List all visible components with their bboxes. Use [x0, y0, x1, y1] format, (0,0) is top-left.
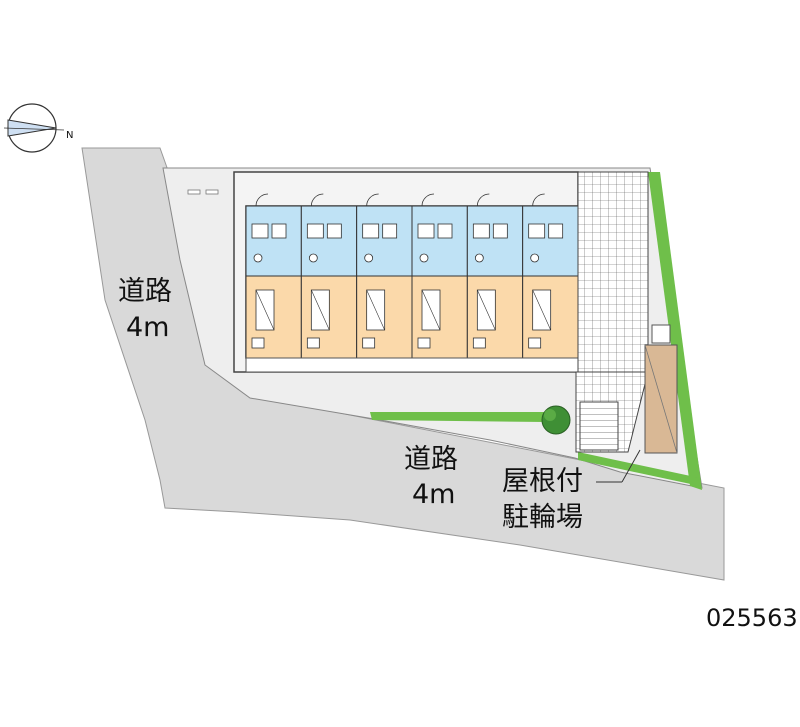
unit-bed-line: [311, 289, 330, 331]
unit-closet-icon: [472, 337, 486, 349]
bike-rack-icon: [651, 324, 671, 344]
unit-wet-area: [300, 205, 358, 277]
bike-parking-label-2: 駐輪場: [502, 502, 583, 533]
property-code: 025563: [706, 604, 798, 632]
bike-shelter: [596, 324, 678, 483]
green-strip-bottom: [370, 412, 545, 422]
greenery: [370, 172, 702, 490]
bike-shelter-line: [644, 344, 678, 454]
unit-toilet-icon: [382, 223, 398, 239]
unit-bath-icon: [362, 223, 380, 239]
stair-tiles: [577, 171, 649, 373]
unit-bath-icon: [528, 223, 546, 239]
unit-door-icon: [532, 193, 545, 207]
unit-sink-icon: [364, 253, 374, 263]
balcony-strip: [245, 357, 579, 373]
unit-wet-area: [356, 205, 413, 277]
unit-door-icon: [255, 193, 269, 207]
unit-door-icon: [310, 193, 324, 207]
tree-icon: [541, 405, 571, 435]
bike-parking-label-1: 屋根付: [502, 466, 583, 497]
parking-mark: [187, 189, 201, 195]
bike-shelter-leader: [621, 449, 641, 483]
unit-bath-icon: [251, 223, 269, 239]
walkway: [575, 171, 649, 453]
unit-sink-icon: [253, 253, 263, 263]
unit-door-icon: [476, 193, 490, 207]
unit-toilet-icon: [548, 223, 564, 239]
road-left-width: 4m: [126, 312, 169, 343]
labels: 道路 4m 道路 4m 屋根付 駐輪場 025563: [118, 276, 798, 632]
unit-closet-icon: [306, 337, 320, 349]
unit-closet-icon: [362, 337, 376, 349]
compass: N: [3, 103, 73, 153]
road-bottom-width: 4m: [412, 479, 455, 510]
unit-sink-icon: [308, 253, 318, 263]
parking-mark: [205, 189, 219, 195]
apartment-building: [233, 171, 579, 373]
unit-bed-line: [366, 289, 385, 331]
unit-bath-icon: [417, 223, 435, 239]
green-strip-lower: [578, 452, 700, 486]
unit-closet-icon: [528, 337, 542, 349]
road-left-name: 道路: [118, 276, 172, 307]
unit-toilet-icon: [271, 223, 287, 239]
unit-sink-icon: [530, 253, 540, 263]
unit-sink-icon: [419, 253, 429, 263]
unit-wet-area: [522, 205, 579, 277]
unit-closet-icon: [417, 337, 431, 349]
unit-door-icon: [421, 193, 435, 207]
tree-icon: [544, 409, 556, 421]
unit-sink-icon: [474, 253, 484, 263]
unit-bath-icon: [306, 223, 324, 239]
unit-bed-line: [477, 289, 496, 331]
compass-axis: [3, 127, 65, 131]
unit-toilet-icon: [492, 223, 508, 239]
unit-toilet-icon: [437, 223, 453, 239]
stairs: [579, 401, 619, 451]
green-strip-right: [648, 172, 702, 490]
unit-bath-icon: [472, 223, 490, 239]
unit-bed-line: [421, 289, 441, 331]
road-bottom-name: 道路: [404, 444, 458, 475]
unit-door-icon: [366, 193, 379, 207]
unit-wet-area: [245, 205, 302, 277]
compass-letter: N: [66, 130, 73, 141]
unit-closet-icon: [251, 337, 265, 349]
unit-toilet-icon: [326, 223, 342, 239]
unit-wet-area: [466, 205, 524, 277]
unit-bed-line: [532, 289, 551, 331]
unit-wet-area: [411, 205, 468, 277]
unit-bed-line: [255, 289, 275, 331]
